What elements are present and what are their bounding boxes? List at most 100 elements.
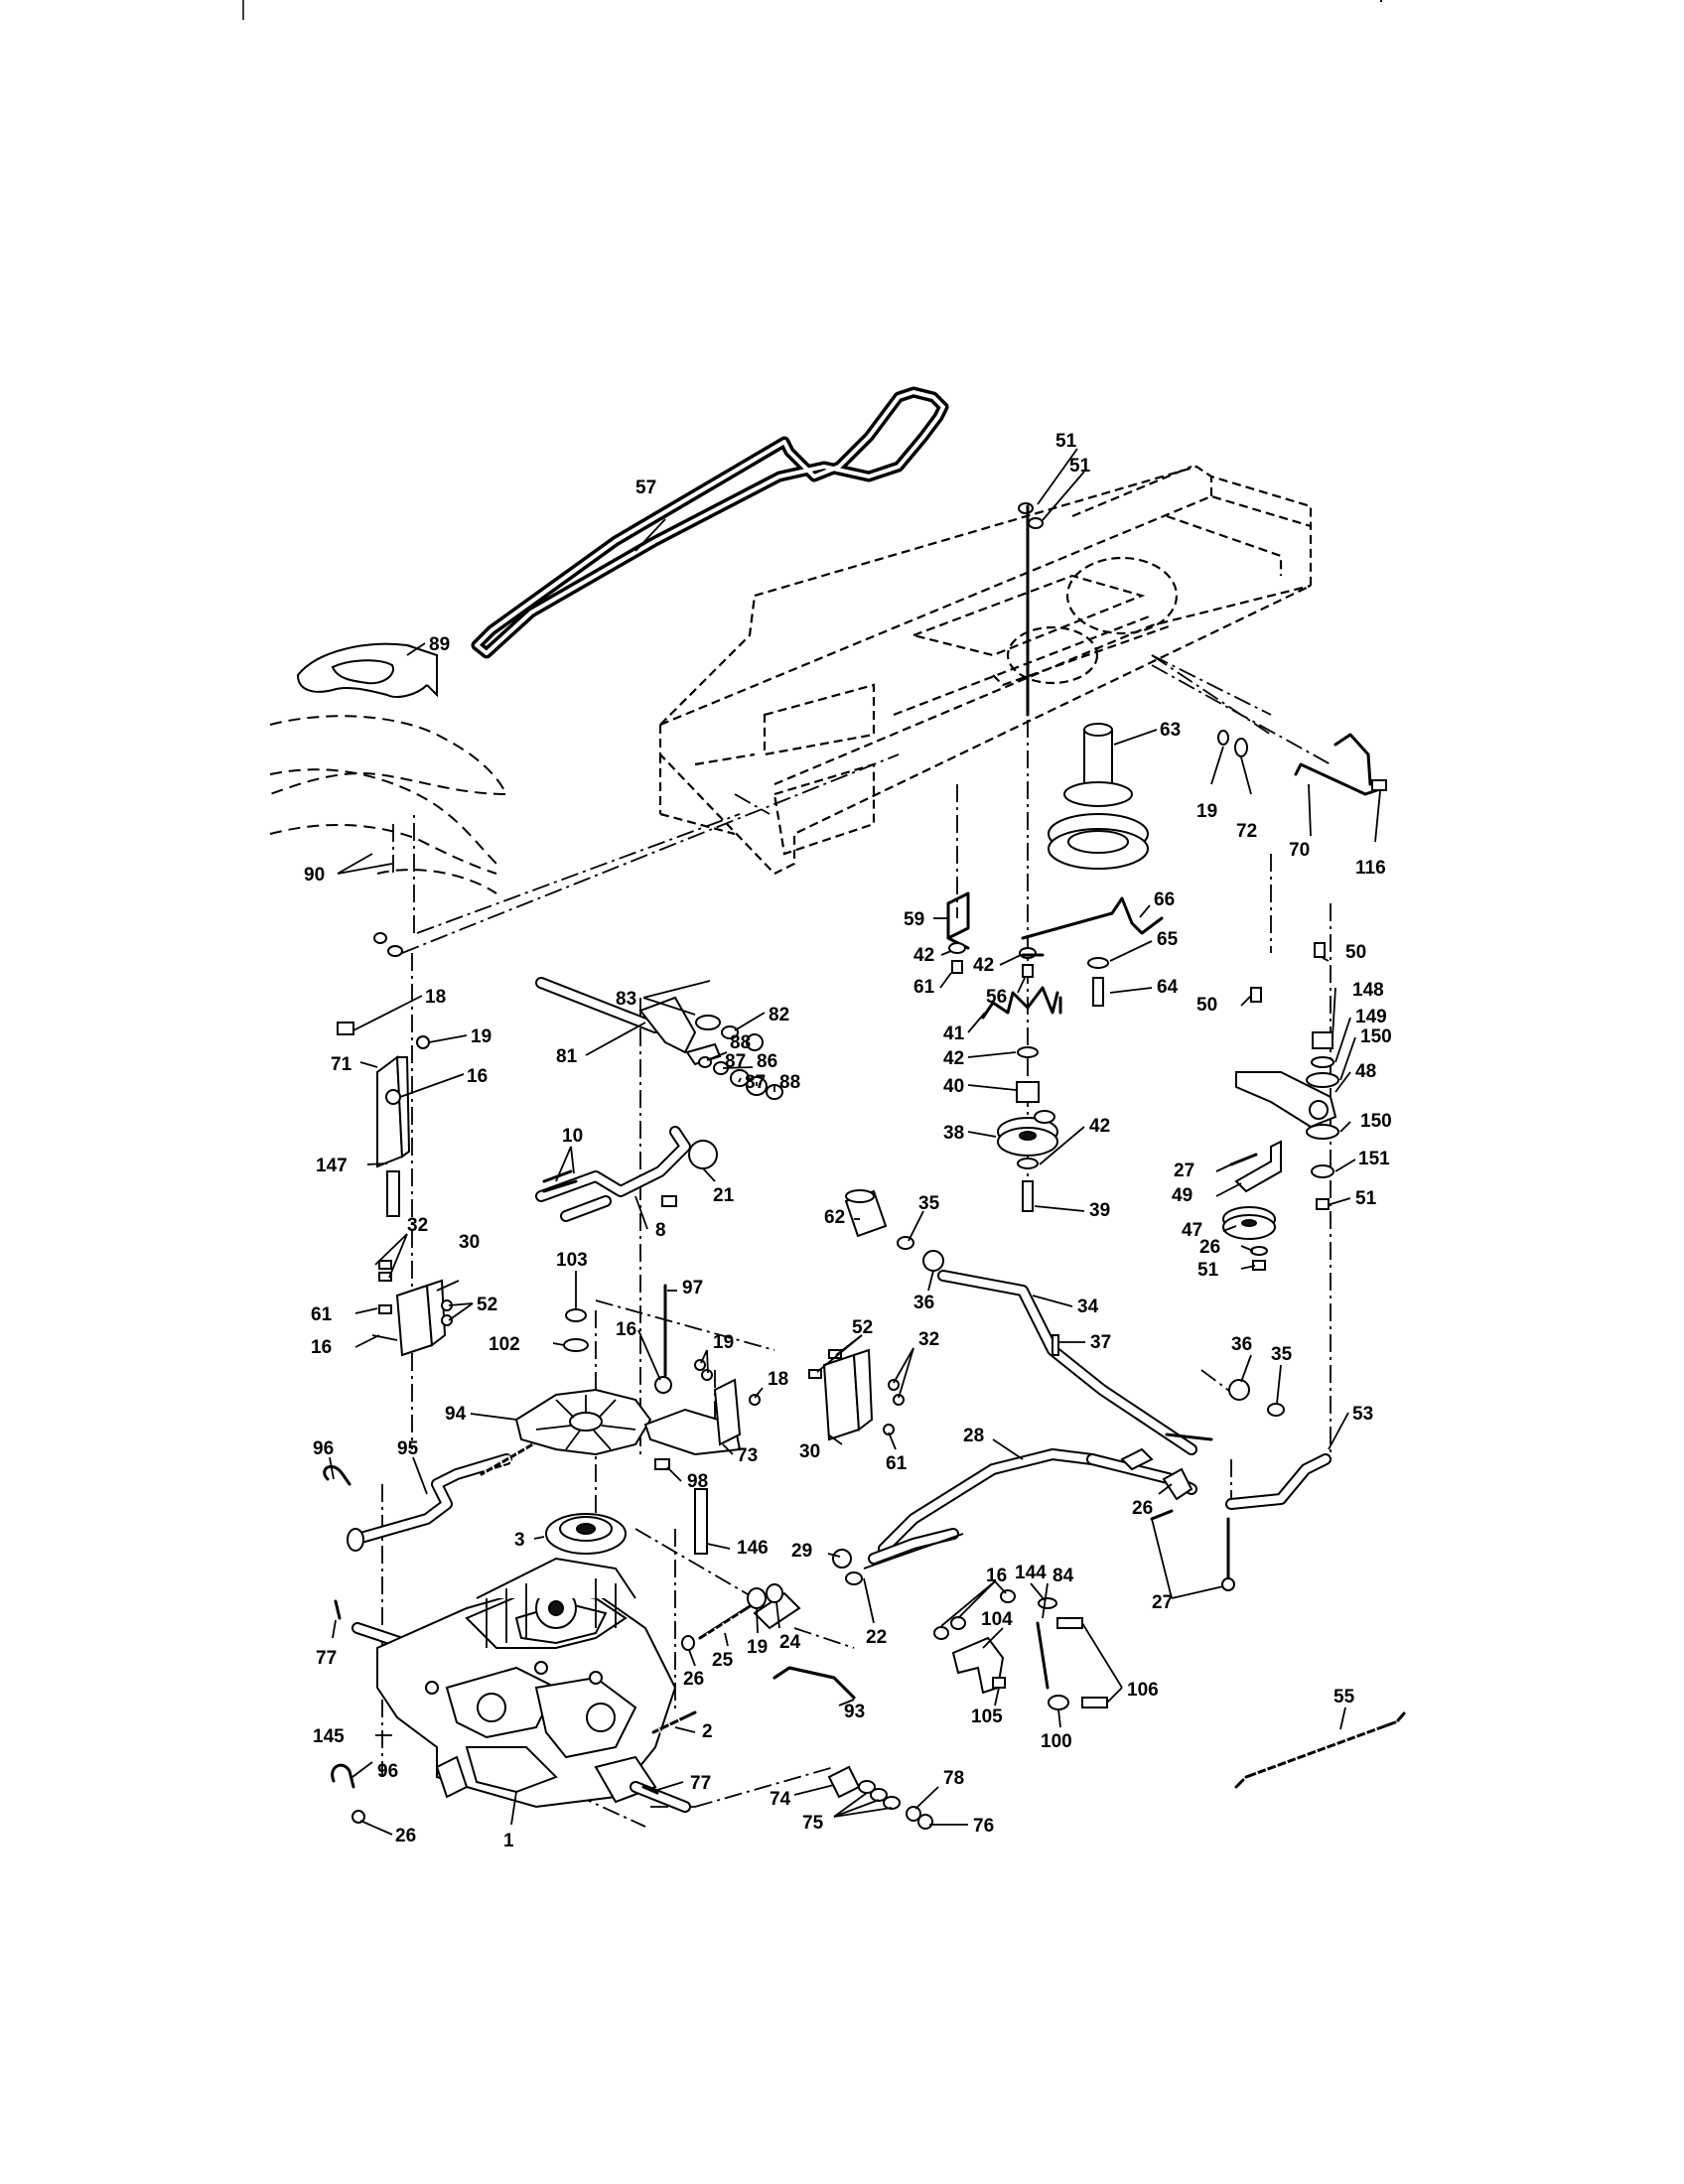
callout-19: 19 xyxy=(713,1332,734,1353)
callout-16: 16 xyxy=(467,1066,488,1087)
callout-146: 146 xyxy=(737,1538,769,1559)
callout-86: 86 xyxy=(757,1051,777,1072)
callout-50: 50 xyxy=(1345,942,1366,963)
callout-21: 21 xyxy=(713,1185,735,1206)
idler-pulley-63 xyxy=(1048,723,1149,870)
seat-fender xyxy=(269,715,508,894)
tractor-frame xyxy=(658,465,1313,875)
bolts-column-center xyxy=(948,502,1109,1212)
callout-51: 51 xyxy=(1355,1188,1377,1209)
callout-8: 8 xyxy=(655,1220,666,1241)
callout-103: 103 xyxy=(556,1250,588,1271)
callout-36: 36 xyxy=(913,1293,934,1313)
callout-38: 38 xyxy=(943,1123,964,1144)
callout-26: 26 xyxy=(1199,1237,1220,1258)
callout-75: 75 xyxy=(802,1813,824,1834)
callout-51: 51 xyxy=(1055,431,1077,452)
callout-35: 35 xyxy=(918,1193,940,1214)
callout-88: 88 xyxy=(730,1032,751,1053)
callout-59: 59 xyxy=(904,909,924,930)
callout-18: 18 xyxy=(768,1369,788,1390)
tensioner-70 xyxy=(1294,733,1387,796)
callout-40: 40 xyxy=(943,1076,964,1097)
callout-61: 61 xyxy=(886,1453,908,1474)
drive-belt-57 xyxy=(471,386,949,659)
cross-shaft-34 xyxy=(937,1270,1197,1455)
callout-78: 78 xyxy=(943,1768,964,1789)
callout-148: 148 xyxy=(1352,980,1384,1001)
linkage-53 xyxy=(1225,1453,1332,1510)
callout-95: 95 xyxy=(397,1438,419,1459)
callout-42: 42 xyxy=(943,1048,964,1069)
callout-71: 71 xyxy=(331,1054,352,1075)
callout-72: 72 xyxy=(1236,821,1257,842)
callout-55: 55 xyxy=(1333,1687,1355,1707)
scan-mark xyxy=(1380,0,1382,2)
transaxle-pulley-3 xyxy=(545,1513,627,1555)
callout-56: 56 xyxy=(986,987,1007,1008)
roller-62-35-36 xyxy=(844,1189,1285,1417)
callout-32: 32 xyxy=(407,1215,428,1236)
bolt-27 xyxy=(1150,1153,1258,1591)
pedal-arm-8 xyxy=(535,1126,691,1222)
callout-73: 73 xyxy=(737,1445,758,1466)
callout-61: 61 xyxy=(913,977,935,998)
callout-2: 2 xyxy=(702,1721,713,1742)
callout-89: 89 xyxy=(429,634,450,655)
callout-16: 16 xyxy=(616,1319,636,1340)
rod-22 xyxy=(863,1528,964,1570)
bracket-30-left xyxy=(371,1260,453,1357)
callout-50: 50 xyxy=(1196,995,1217,1016)
callout-88: 88 xyxy=(779,1072,800,1093)
callout-36: 36 xyxy=(1231,1334,1252,1355)
callout-77: 77 xyxy=(316,1648,337,1669)
callout-116: 116 xyxy=(1355,858,1386,879)
fan-94 xyxy=(514,1388,652,1456)
callout-104: 104 xyxy=(981,1609,1013,1630)
callout-96: 96 xyxy=(377,1761,398,1782)
hardware-103-102 xyxy=(563,1308,589,1352)
callout-27: 27 xyxy=(1174,1160,1194,1181)
pulley-47 xyxy=(1222,1206,1276,1240)
callout-10: 10 xyxy=(562,1126,583,1147)
callout-19: 19 xyxy=(747,1637,768,1658)
callout-53: 53 xyxy=(1352,1404,1373,1425)
callout-51: 51 xyxy=(1069,456,1091,477)
bracket-30-right xyxy=(808,1348,905,1441)
callout-65: 65 xyxy=(1157,929,1179,950)
callout-32: 32 xyxy=(918,1329,939,1350)
callout-98: 98 xyxy=(687,1471,708,1492)
bracket-48 xyxy=(1235,1071,1337,1129)
spring-95 xyxy=(480,1437,543,1480)
callout-3: 3 xyxy=(514,1530,525,1551)
callout-61: 61 xyxy=(311,1304,333,1325)
callout-19: 19 xyxy=(471,1026,491,1047)
callout-84: 84 xyxy=(1052,1566,1074,1586)
callout-66: 66 xyxy=(1154,889,1175,910)
brake-shaft-81 xyxy=(535,977,697,1054)
callout-74: 74 xyxy=(770,1789,791,1810)
callout-52: 52 xyxy=(852,1317,873,1338)
callout-82: 82 xyxy=(769,1005,789,1025)
callout-76: 76 xyxy=(973,1816,994,1837)
callout-25: 25 xyxy=(712,1650,734,1671)
misc-small-parts xyxy=(323,932,1213,1824)
lever-59 xyxy=(946,891,970,950)
linkage-104-84 xyxy=(933,1589,1108,1710)
callout-96: 96 xyxy=(313,1438,334,1459)
callout-150: 150 xyxy=(1360,1111,1392,1132)
spring-41 xyxy=(981,986,1059,1020)
callout-105: 105 xyxy=(971,1706,1003,1727)
callout-16: 16 xyxy=(311,1337,332,1358)
callout-52: 52 xyxy=(477,1295,497,1315)
callout-16: 16 xyxy=(986,1566,1007,1586)
callout-87: 87 xyxy=(725,1051,746,1072)
callout-77: 77 xyxy=(690,1773,711,1794)
callout-26: 26 xyxy=(395,1826,416,1846)
callout-145: 145 xyxy=(313,1726,345,1747)
callout-26: 26 xyxy=(683,1669,704,1690)
callout-100: 100 xyxy=(1041,1731,1072,1752)
callout-81: 81 xyxy=(556,1046,578,1067)
hardware-19-72 xyxy=(1217,730,1248,757)
callout-35: 35 xyxy=(1271,1344,1293,1365)
